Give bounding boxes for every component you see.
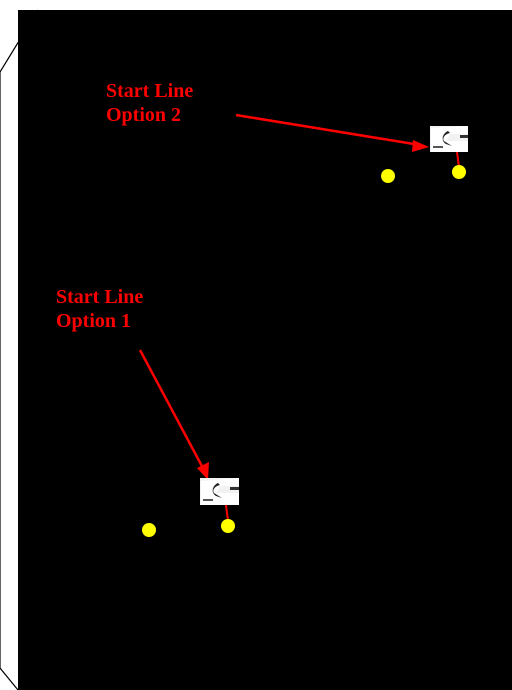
label-start-line-option-1: Start Line Option 1 (56, 285, 143, 333)
committee-boat-option-2-icon (430, 126, 468, 152)
label-option-2-line1: Start Line (106, 80, 194, 102)
label-option-1-line2: Option 1 (56, 310, 132, 332)
arrow-option-2-head-icon (412, 140, 429, 152)
start-line-option-1 (225, 504, 229, 522)
label-start-line-option-2: Start Line Option 2 (106, 79, 193, 127)
buoy-pin-option-1-icon (221, 519, 235, 533)
buoy-option-1-icon (142, 523, 156, 537)
buoy-pin-option-2-icon (452, 165, 466, 179)
start-line-option-1 (138, 349, 239, 537)
frame-outline (0, 9, 39, 690)
arrow-option-1-head-icon (197, 462, 209, 480)
start-line-option-2 (456, 151, 460, 168)
committee-boat-option-1-icon (200, 478, 239, 505)
label-option-2-line2: Option 2 (106, 104, 182, 126)
water-area (18, 10, 512, 690)
arrow-option-2-shaft (235, 113, 421, 147)
start-line-option-2 (235, 113, 468, 183)
label-option-1-line1: Start Line (56, 286, 144, 308)
arrow-option-1-shaft (138, 349, 206, 471)
buoy-option-2-icon (381, 169, 395, 183)
